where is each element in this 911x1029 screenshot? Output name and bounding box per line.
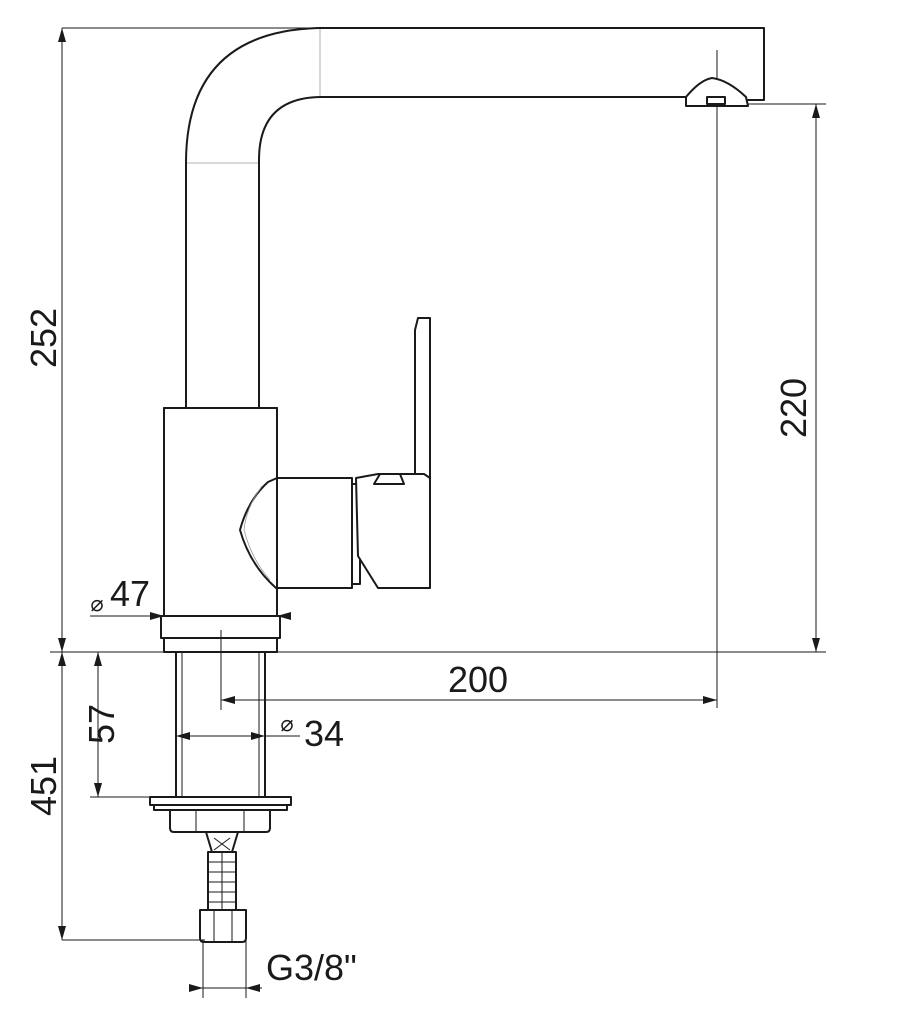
arrow-220-bottom <box>812 638 820 652</box>
label-shank-length: 57 <box>81 704 122 744</box>
diameter-symbol-34: ⌀ <box>280 711 293 736</box>
arrow-451-bottom <box>58 926 66 940</box>
spout-outer-contour <box>185 27 765 409</box>
cartridge-cone <box>239 477 278 589</box>
dimension-lines <box>58 28 820 992</box>
arrow-57-top <box>94 652 102 666</box>
faucet-outline <box>149 27 765 943</box>
connector-detail-2 <box>213 837 231 851</box>
arrow-47-right <box>277 612 291 620</box>
dimension-labels: 252 220 200 ⌀ 47 ⌀ 34 57 451 G3/8" <box>23 308 814 988</box>
arrow-57-bottom <box>94 783 102 797</box>
hose-connector <box>205 831 239 853</box>
body-cylinder <box>163 407 278 617</box>
arrow-252-top <box>58 28 66 42</box>
arrow-200-left <box>221 696 235 704</box>
lever-handle <box>414 317 431 479</box>
label-connection: G3/8" <box>266 947 357 988</box>
cartridge-housing <box>276 477 353 589</box>
fixing-nut <box>169 809 271 833</box>
connection-nut <box>199 909 247 943</box>
spout-inner-contour <box>258 96 687 409</box>
lever-body <box>355 473 431 589</box>
arrow-451-top <box>58 652 66 666</box>
aerator <box>685 77 749 107</box>
cartridge-cone-inner <box>243 485 271 581</box>
arrow-200-right <box>703 696 717 704</box>
label-hose-length: 451 <box>23 756 64 816</box>
arrow-252-bottom <box>58 638 66 652</box>
label-total-height: 252 <box>23 308 64 368</box>
arrow-g38-left <box>189 984 203 992</box>
arrow-220-top <box>812 104 820 118</box>
arrow-34-left <box>176 732 190 740</box>
label-base-diameter: 47 <box>110 573 150 614</box>
mounting-plate <box>149 796 292 806</box>
arrow-47-left <box>150 612 164 620</box>
diameter-symbol-47: ⌀ <box>90 591 103 616</box>
arrow-g38-right <box>246 984 260 992</box>
extension-lines <box>50 27 826 998</box>
label-spout-height: 220 <box>773 378 814 438</box>
label-shank-diameter: 34 <box>304 713 344 754</box>
label-reach: 200 <box>448 659 508 700</box>
aerator-outlet <box>706 96 726 105</box>
arrow-34-right <box>251 732 265 740</box>
lever-screw <box>373 473 405 485</box>
